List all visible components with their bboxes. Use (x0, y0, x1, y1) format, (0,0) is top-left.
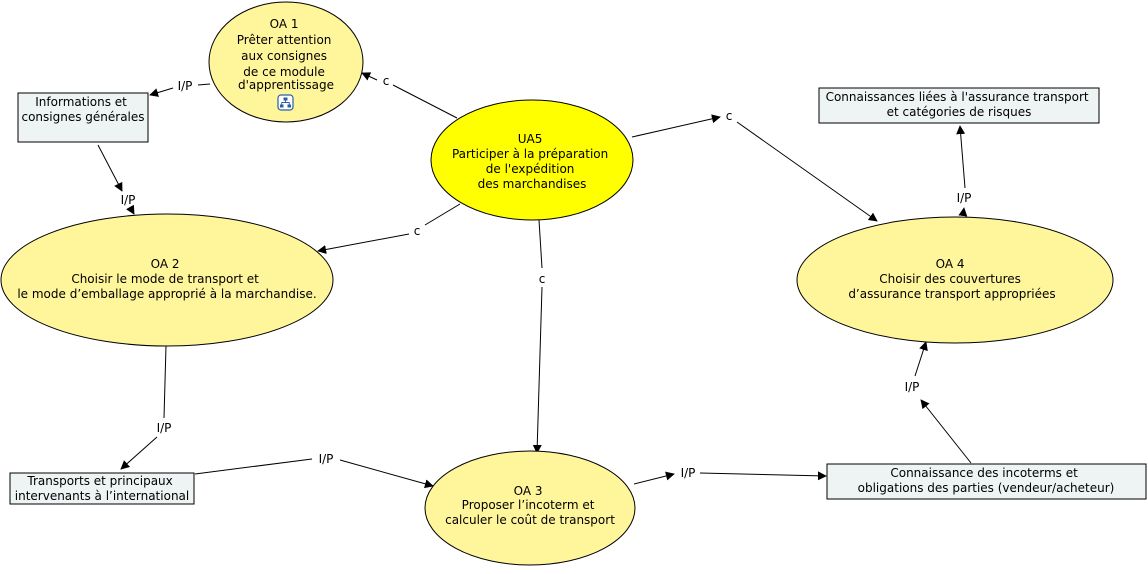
node-oa1-line: de ce module (243, 65, 325, 79)
node-oa3-line: OA 3 (514, 484, 543, 498)
box-assurance-line: et catégories de risques (887, 105, 1032, 119)
connector-transports-label-ip4 (194, 458, 313, 475)
connector-label-ip3-transports (120, 436, 158, 470)
box-info-shape (17, 92, 149, 143)
box-transports[interactable]: Transports et principaux intervenants à … (9, 472, 195, 505)
box-incoterms-line: obligations des parties (vendeur/acheteu… (858, 481, 1115, 495)
connector-oa3-label-ip5 (633, 471, 675, 485)
link-label-oa2-transports: I/P (157, 421, 172, 435)
box-incoterms-line: Connaissance des incoterms et (890, 466, 1078, 480)
node-ua5-line: UA5 (518, 132, 543, 146)
node-oa2-line: Choisir le mode de transport et (71, 272, 259, 286)
node-ua5-line: des marchandises (478, 177, 587, 191)
link-label-incoterms-oa4: I/P (905, 380, 920, 394)
concept-map-icon[interactable] (277, 94, 294, 111)
connector-oa4-label-ip7 (958, 207, 968, 217)
node-oa2-text: OA 2 Choisir le mode de transport et le … (17, 257, 316, 301)
connector-label-c1-oa1 (361, 72, 378, 81)
link-label-oa3-incoterms: I/P (681, 466, 696, 480)
link-labels: c c c c I/P I/P I/P I/P I/P I/P I/P (121, 74, 972, 480)
connector-oa1-label-ip1 (197, 83, 211, 86)
box-transports-line: intervenants à l’international (15, 489, 189, 503)
connector-ua5-label-c3 (424, 203, 461, 226)
node-oa3[interactable]: OA 3 Proposer l’incoterm et calculer le … (424, 450, 636, 566)
connector-label-c3-oa2 (317, 233, 410, 254)
connector-label-ip6-oa4 (914, 341, 928, 377)
node-oa4-line: Choisir des couvertures (879, 272, 1021, 286)
node-ua5[interactable]: UA5 Participer à la préparation de l'exp… (430, 99, 634, 221)
box-info-text: Informations et consignes générales (21, 95, 144, 124)
node-oa1-line: aux consignes (241, 49, 327, 63)
link-label-oa4-assurance: I/P (957, 191, 972, 205)
box-assurance-line: Connaissances liées à l'assurance transp… (826, 90, 1089, 104)
box-assurance-shape (818, 87, 1100, 124)
connections (97, 72, 972, 489)
node-oa1-text: OA 1 Prêter attention aux consignes de c… (237, 17, 335, 92)
connector-label-ip7-assurance (956, 125, 966, 189)
connector-label-ip1-info (149, 87, 174, 97)
node-oa2-line: le mode d’emballage approprié à la march… (17, 287, 316, 301)
connector-ua5-label-c4 (538, 219, 543, 269)
connector-label-c4-oa3 (532, 286, 543, 454)
node-oa3-shape (424, 450, 636, 566)
node-oa2[interactable]: OA 2 Choisir le mode de transport et le … (0, 213, 334, 347)
box-incoterms[interactable]: Connaissance des incoterms et obligation… (826, 463, 1147, 500)
node-ua5-text: UA5 Participer à la préparation de l'exp… (452, 132, 612, 191)
box-assurance-text: Connaissances liées à l'assurance transp… (826, 90, 1093, 119)
link-label-ua5-oa1: c (383, 74, 390, 88)
node-oa1-shape (208, 1, 364, 123)
box-incoterms-text: Connaissance des incoterms et obligation… (858, 466, 1115, 495)
node-oa1-line: d'apprentissage (238, 78, 334, 92)
connector-label-ip4-oa3 (339, 459, 434, 489)
link-label-oa1-info: I/P (178, 79, 193, 93)
node-oa1-line: OA 1 (270, 17, 299, 31)
node-ua5-line: Participer à la préparation (452, 147, 608, 161)
node-oa1-line: Prêter attention (237, 33, 332, 47)
connector-ua5-label-c2 (631, 114, 721, 138)
connector-label-ip5-incoterms (699, 471, 827, 481)
connector-incoterms-label-ip6 (920, 399, 972, 464)
connector-info-label-ip2 (97, 144, 123, 192)
box-info-line: Informations et (35, 95, 127, 109)
link-label-ua5-oa4: c (726, 109, 733, 123)
node-oa2-shape (0, 213, 334, 347)
node-ua5-shape (430, 99, 634, 221)
node-ua5-line: de l'expédition (486, 162, 575, 176)
node-oa3-line: calculer le coût de transport (445, 513, 615, 527)
link-label-ua5-oa3: c (539, 272, 546, 286)
connector-oa2-label-ip3 (163, 345, 167, 419)
link-label-ua5-oa2: c (414, 224, 421, 238)
box-incoterms-shape (826, 463, 1147, 500)
node-oa4-text: OA 4 Choisir des couvertures d’assurance… (848, 257, 1055, 301)
node-oa4-shape (796, 216, 1114, 344)
node-oa3-line: Proposer l’incoterm et (462, 498, 595, 512)
box-info-line: consignes générales (21, 110, 144, 124)
box-info[interactable]: Informations et consignes générales (17, 92, 149, 143)
node-oa1[interactable]: OA 1 Prêter attention aux consignes de c… (208, 1, 364, 123)
box-assurance[interactable]: Connaissances liées à l'assurance transp… (818, 87, 1100, 124)
connector-label-c2-oa4 (736, 121, 878, 222)
node-oa4-line: d’assurance transport appropriées (848, 287, 1055, 301)
box-transports-shape (9, 472, 195, 505)
connector-label-ip2-oa2 (126, 204, 135, 215)
node-oa4-line: OA 4 (936, 257, 965, 271)
node-oa4[interactable]: OA 4 Choisir des couvertures d’assurance… (796, 216, 1114, 344)
connector-ua5-label-c1 (392, 84, 458, 119)
box-transports-text: Transports et principaux intervenants à … (15, 474, 189, 503)
link-label-transports-oa3: I/P (319, 452, 334, 466)
node-oa3-text: OA 3 Proposer l’incoterm et calculer le … (445, 484, 615, 527)
link-label-info-oa2: I/P (121, 193, 136, 207)
node-oa2-line: OA 2 (151, 257, 180, 271)
box-transports-line: Transports et principaux (26, 474, 172, 488)
